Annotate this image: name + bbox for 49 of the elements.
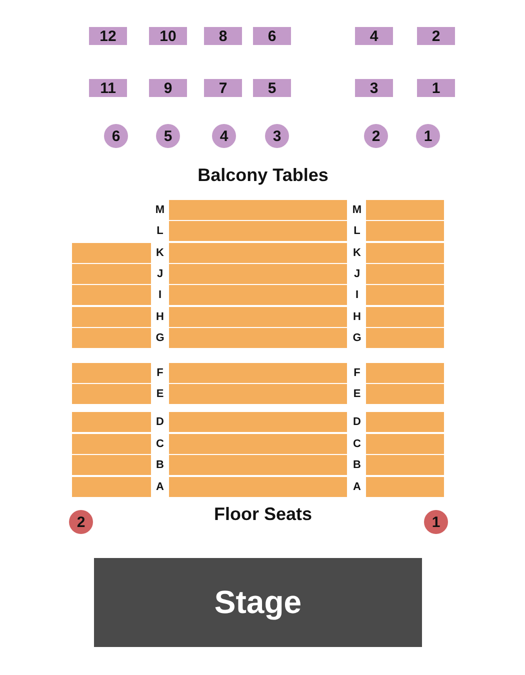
- table-box: 11: [89, 79, 127, 97]
- table-box: 5: [253, 79, 291, 97]
- row-letter: D: [155, 415, 165, 430]
- row-letter: K: [352, 246, 362, 261]
- table-box: 8: [204, 27, 242, 45]
- row-letter: B: [155, 458, 165, 473]
- table-box: 2: [417, 27, 455, 45]
- row-letter: C: [155, 437, 165, 452]
- row-letter: K: [155, 246, 165, 261]
- table-circle: 2: [364, 124, 388, 148]
- row-letter: J: [352, 267, 362, 282]
- row-letter: E: [155, 387, 165, 402]
- table-box: 7: [204, 79, 242, 97]
- seat-circle: 2: [69, 510, 93, 534]
- row-letter: B: [352, 458, 362, 473]
- row-letter: H: [155, 310, 165, 325]
- row-letter: F: [352, 366, 362, 381]
- table-box: 6: [253, 27, 291, 45]
- row-letter: A: [352, 480, 362, 495]
- stage-area: Stage: [94, 558, 422, 647]
- row-letter: D: [352, 415, 362, 430]
- table-circle: 4: [212, 124, 236, 148]
- row-letter: M: [351, 203, 363, 218]
- row-letter: F: [156, 366, 164, 381]
- table-circle: 6: [104, 124, 128, 148]
- table-box: 4: [355, 27, 393, 45]
- row-letter: E: [352, 387, 362, 402]
- section-title: Balcony Tables: [196, 164, 330, 186]
- row-letter: H: [352, 310, 362, 325]
- table-circle: 3: [265, 124, 289, 148]
- row-letter: J: [156, 267, 164, 282]
- row-letter: L: [156, 224, 164, 239]
- section-title: Floor Seats: [212, 503, 314, 525]
- row-letter: M: [154, 203, 166, 218]
- table-circle: 5: [156, 124, 180, 148]
- table-box: 12: [89, 27, 127, 45]
- row-letter: G: [352, 331, 362, 346]
- row-letter: I: [354, 288, 360, 303]
- row-letter: A: [155, 480, 165, 495]
- seat-circle: 1: [424, 510, 448, 534]
- table-box: 10: [149, 27, 187, 45]
- table-box: 3: [355, 79, 393, 97]
- row-letter: L: [352, 224, 362, 239]
- table-box: 9: [149, 79, 187, 97]
- table-box: 1: [417, 79, 455, 97]
- table-circle: 1: [416, 124, 440, 148]
- row-letter: C: [352, 437, 362, 452]
- row-letter: G: [154, 331, 166, 346]
- row-letter: I: [157, 288, 163, 303]
